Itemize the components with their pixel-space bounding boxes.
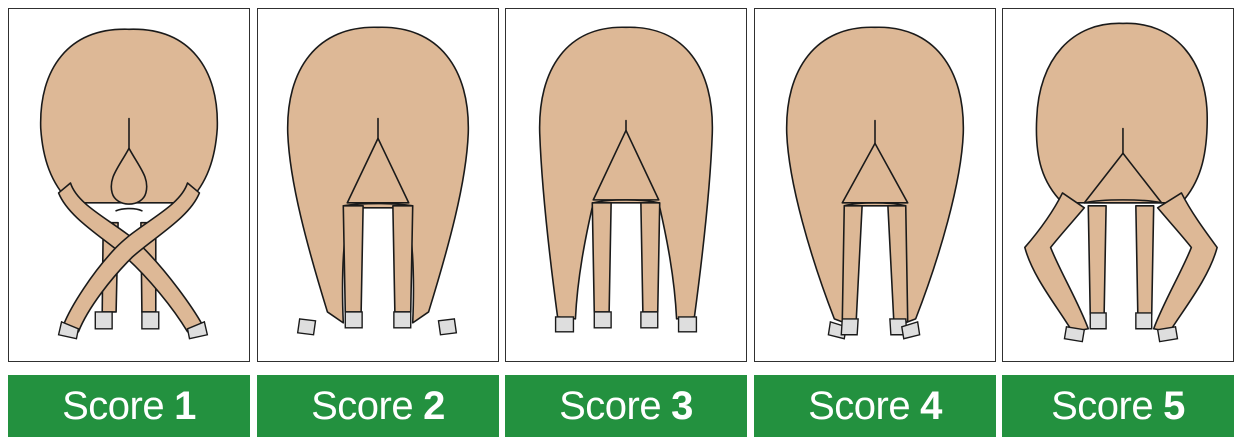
- score-2-drawing: [258, 9, 498, 361]
- score-3-illustration: [505, 8, 747, 362]
- score-5-label: Score 5: [1002, 375, 1234, 437]
- score-5-drawing: [1003, 9, 1233, 361]
- hoof-4: [1158, 327, 1178, 342]
- score-4-illustration: [754, 8, 996, 362]
- score-2-illustration: [257, 8, 499, 362]
- score-word: Score: [62, 384, 164, 429]
- score-1-illustration: [8, 8, 250, 362]
- inner-left-leg: [343, 206, 363, 312]
- score-word: Score: [311, 384, 413, 429]
- score-word: Score: [808, 384, 910, 429]
- hoof-1: [298, 319, 316, 335]
- score-number: 3: [671, 384, 693, 429]
- inner-right-leg: [641, 203, 660, 312]
- score-4-drawing: [755, 9, 995, 361]
- hoof-2: [95, 312, 112, 329]
- hoof-3: [1136, 313, 1152, 329]
- score-5-illustration: [1002, 8, 1234, 362]
- inner-right-leg: [1136, 206, 1154, 315]
- hoof-3: [641, 312, 658, 328]
- inner-left-leg: [842, 206, 862, 322]
- score-number: 5: [1163, 384, 1185, 429]
- hoof-2: [1090, 313, 1106, 329]
- inner-left-leg: [1088, 206, 1106, 315]
- score-word: Score: [1051, 384, 1153, 429]
- score-1-drawing: [9, 9, 249, 361]
- inner-left-leg: [592, 203, 611, 312]
- right-leg: [1154, 193, 1217, 332]
- hoof-3: [394, 312, 411, 328]
- hoof-2: [594, 312, 611, 328]
- hoof-4: [438, 319, 456, 335]
- score-3-label: Score 3: [505, 375, 747, 437]
- score-1-label: Score 1: [8, 375, 250, 437]
- score-number: 2: [423, 384, 445, 429]
- left-leg: [1025, 193, 1088, 332]
- hoof-3: [142, 312, 159, 329]
- hoof-1: [1064, 327, 1084, 342]
- hoof-4: [679, 317, 697, 332]
- score-word: Score: [559, 384, 661, 429]
- score-3-drawing: [506, 9, 746, 361]
- score-2-label: Score 2: [257, 375, 499, 437]
- score-number: 1: [174, 384, 196, 429]
- score-number: 4: [920, 384, 942, 429]
- hoof-2: [841, 319, 858, 335]
- hoof-1: [556, 317, 574, 332]
- inner-right-leg: [888, 206, 908, 322]
- hoof-2: [345, 312, 362, 328]
- udder-base-line: [116, 209, 142, 211]
- score-4-label: Score 4: [754, 375, 996, 437]
- inner-right-leg: [393, 206, 413, 312]
